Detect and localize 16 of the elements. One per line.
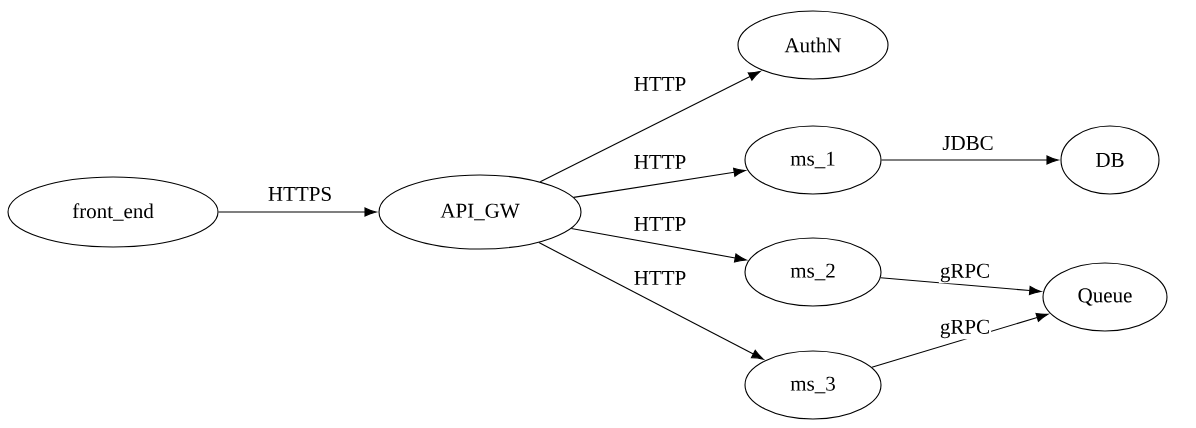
arrow bbox=[573, 167, 746, 198]
edge-label: gRPC bbox=[938, 318, 992, 340]
arrow bbox=[881, 155, 1059, 165]
edge-label: HTTPS bbox=[266, 185, 334, 203]
arrow bbox=[871, 312, 1049, 368]
arrow bbox=[539, 71, 761, 183]
edge-label: HTTP bbox=[632, 154, 688, 170]
edge-label: HTTP bbox=[632, 216, 688, 232]
edge-label: HTTP bbox=[632, 270, 688, 286]
edge-label: gRPC bbox=[938, 262, 992, 284]
arrow bbox=[218, 207, 377, 217]
arrow bbox=[538, 242, 764, 360]
arrow bbox=[570, 227, 747, 263]
edge-label: JDBC bbox=[941, 134, 995, 152]
edge-label: HTTP bbox=[632, 76, 688, 92]
arrow bbox=[880, 277, 1042, 296]
